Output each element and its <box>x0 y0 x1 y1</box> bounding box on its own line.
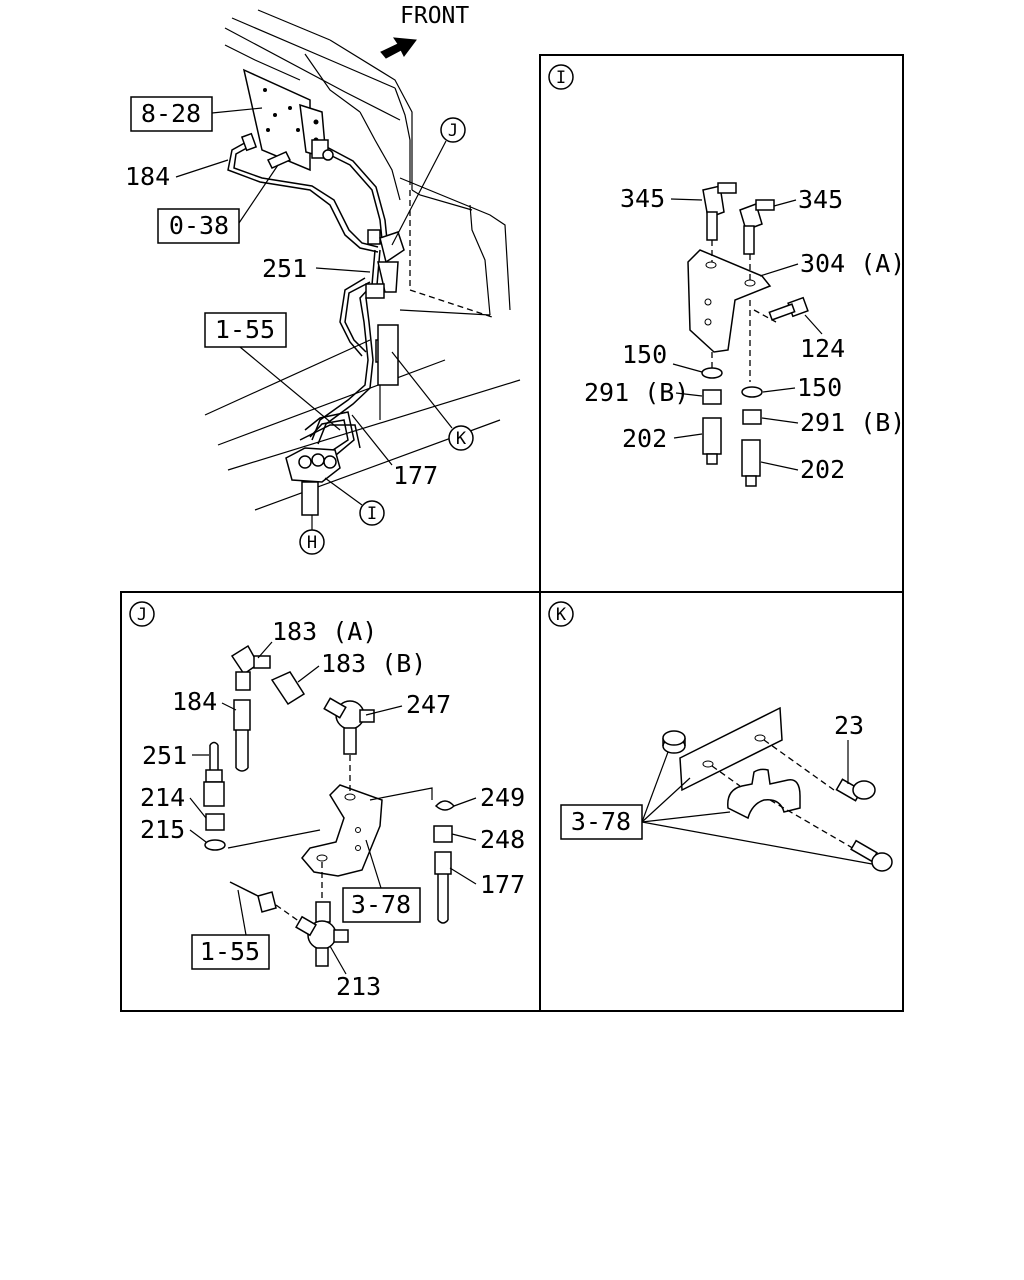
panel-i-marker <box>548 64 574 90</box>
part-150-left-label: 150 <box>622 340 667 369</box>
pipe-184 <box>233 699 251 772</box>
panel-k-marker <box>548 601 574 627</box>
bracket-3-78 <box>301 784 383 877</box>
ref-0-38-label: 0-38 <box>169 211 229 240</box>
pipe-177 <box>434 851 452 924</box>
ref-box-8-28 <box>130 96 213 132</box>
marker-j-label: J <box>448 121 458 141</box>
ref-box-0-38 <box>157 208 240 244</box>
tee-213 <box>295 901 349 967</box>
union-202-left <box>702 417 722 465</box>
part-251-j-label: 251 <box>142 741 187 770</box>
detail-panel-i: I <box>548 64 905 487</box>
part-291b-right-label: 291 (B) <box>800 408 905 437</box>
brake-pipes <box>227 139 388 459</box>
marker-h-label: H <box>307 533 317 553</box>
part-177-label: 177 <box>393 461 438 490</box>
part-183a-label: 183 (A) <box>272 617 377 646</box>
detail-frame-k <box>539 591 904 1012</box>
washer-150-right <box>741 386 763 398</box>
pipe-fittings <box>240 132 405 386</box>
union-345-right <box>739 199 775 255</box>
marker-k <box>448 425 474 451</box>
panel-j-marker <box>129 601 155 627</box>
bolt-23 <box>835 778 876 802</box>
part-304a-label: 304 (A) <box>800 249 905 278</box>
clip-215 <box>204 839 226 851</box>
main-view: FRONT <box>125 3 521 555</box>
bolt-lower <box>850 839 893 872</box>
ref-box-1-55-j <box>191 934 270 970</box>
panel-j-marker-label: J <box>137 605 147 625</box>
bolt-124 <box>768 296 809 321</box>
ref-8-28-label: 8-28 <box>141 99 201 128</box>
pipe-251 <box>203 741 225 807</box>
part-177-j-label: 177 <box>480 870 525 899</box>
tee-247 <box>323 697 375 755</box>
spacer <box>662 730 686 754</box>
clamp-plate <box>679 706 783 792</box>
ref-1-55-label: 1-55 <box>215 315 275 344</box>
part-184-j-label: 184 <box>172 687 217 716</box>
marker-i <box>359 500 385 526</box>
ref-1-55-j-label: 1-55 <box>200 937 260 966</box>
part-251-label: 251 <box>262 254 307 283</box>
part-150-right-label: 150 <box>797 373 842 402</box>
ref-3-78-k-label: 3-78 <box>571 807 631 836</box>
ref-box-3-78-k <box>560 804 643 840</box>
part-202-right-label: 202 <box>800 455 845 484</box>
part-345-right-label: 345 <box>798 185 843 214</box>
nut-214 <box>205 813 225 831</box>
part-213-label: 213 <box>336 972 381 1001</box>
front-label: FRONT <box>400 3 469 29</box>
panel-k-marker-label: K <box>556 605 567 625</box>
marker-k-label: K <box>456 429 467 449</box>
part-345-left-label: 345 <box>620 184 665 213</box>
marker-j <box>440 117 466 143</box>
part-184-label: 184 <box>125 162 170 191</box>
union-202-right <box>741 439 761 487</box>
cab-body <box>204 9 521 511</box>
clip-249 <box>434 800 456 811</box>
pipe-clamp <box>727 768 801 820</box>
marker-i-label: I <box>367 504 377 524</box>
elbow-183a <box>230 644 271 691</box>
nut-291b-right <box>742 409 762 425</box>
part-215-label: 215 <box>140 815 185 844</box>
part-202-left-label: 202 <box>622 424 667 453</box>
part-124-label: 124 <box>800 334 845 363</box>
part-23-label: 23 <box>834 711 864 740</box>
part-214-label: 214 <box>140 783 185 812</box>
detail-panel-k: K 23 3-78 <box>548 601 893 872</box>
nut-248 <box>433 825 453 843</box>
panel-i-marker-label: I <box>556 68 566 88</box>
nut-291b-left <box>702 389 722 405</box>
part-248-label: 248 <box>480 825 525 854</box>
part-247-label: 247 <box>406 690 451 719</box>
front-arrow-icon <box>380 37 417 59</box>
washer-150-left <box>701 367 723 379</box>
part-183b-label: 183 (B) <box>321 649 426 678</box>
part-249-label: 249 <box>480 783 525 812</box>
bracket-304a <box>687 249 772 353</box>
part-291b-left-label: 291 (B) <box>584 378 689 407</box>
detail-panel-j: J <box>129 601 525 1001</box>
union-183b <box>270 671 306 706</box>
union-345-left <box>702 182 737 241</box>
ref-box-3-78-j <box>342 887 421 923</box>
ref-box-1-55 <box>204 312 287 348</box>
ref-3-78-j-label: 3-78 <box>351 890 411 919</box>
junction-block <box>285 447 341 516</box>
